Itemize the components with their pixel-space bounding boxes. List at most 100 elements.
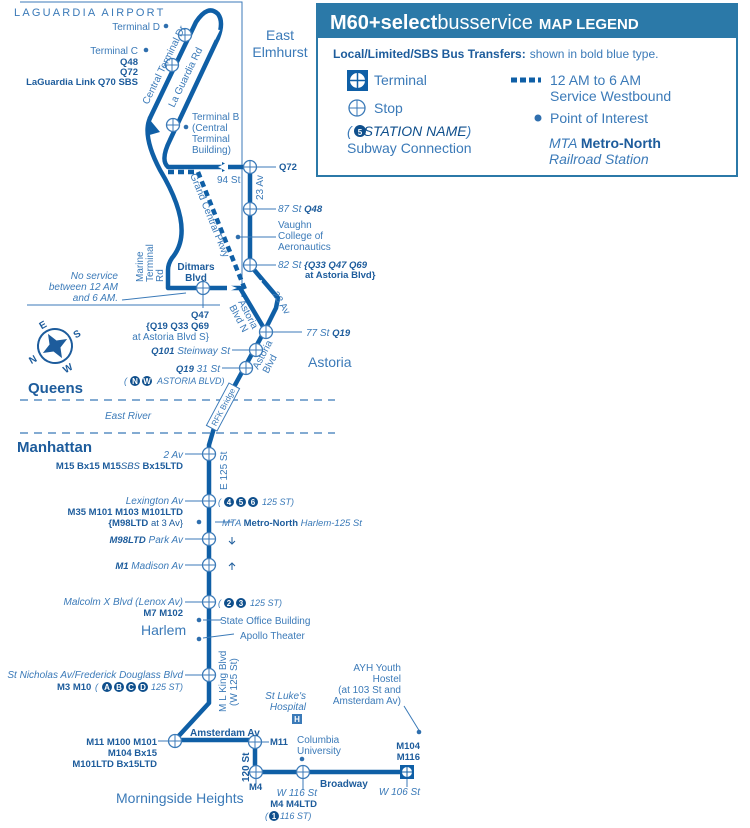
map-label: M98LTD Park Av — [110, 535, 184, 546]
map-label: (116 ST) — [265, 811, 311, 821]
stop-icon — [201, 594, 217, 610]
legend-night-1: 12 AM to 6 AM — [550, 72, 641, 88]
legend-terminal: Terminal — [374, 72, 427, 88]
map-label: M101LTD Bx15LTD — [72, 759, 157, 770]
legend-station-name: (STATION NAME) — [347, 123, 471, 139]
terminal-b-label: Terminal B — [192, 112, 240, 123]
map-label: (125 ST) — [218, 598, 282, 608]
map-label: Aeronautics — [278, 242, 331, 253]
map-label: Q72 — [279, 162, 297, 173]
map-label: M3 M10 — [57, 682, 91, 693]
east-elmhurst-label: East — [266, 27, 294, 43]
queens-label: Queens — [28, 380, 83, 397]
map-label: M4 M4LTD — [270, 799, 317, 810]
map-label: N — [27, 354, 39, 367]
map-label: Rd — [155, 269, 166, 282]
legend-poi: Point of Interest — [550, 110, 648, 126]
map-label: 5 — [239, 498, 244, 507]
map-label: St Nicholas Av/Frederick Douglass Blvd — [7, 670, 183, 681]
stop-icon — [201, 493, 217, 509]
map-label: (at 103 St and — [338, 685, 401, 696]
map-label: Building) — [192, 145, 231, 156]
hospital-icon — [292, 714, 302, 724]
stop-icon — [164, 57, 180, 73]
legend-metro-north: MTA Metro-North — [549, 135, 661, 151]
stop-icon — [295, 764, 311, 780]
map-label: M15 Bx15 M15SBS Bx15LTD — [56, 461, 183, 472]
map-label: M104 Bx15 — [108, 748, 158, 759]
stop-icon — [242, 257, 258, 273]
map-label: M104 — [396, 741, 420, 752]
map-label: W 106 St — [379, 787, 421, 798]
map-label: Terminal — [145, 244, 156, 282]
map-label: 3 — [239, 599, 244, 608]
map-label: (ASTORIA BLVD) — [124, 376, 225, 386]
map-label: 120 St — [241, 752, 252, 782]
map-label: W — [61, 362, 75, 377]
stop-icon — [167, 733, 183, 749]
map-label: Lexington Av — [126, 496, 184, 507]
morningside-heights-label: Morningside Heights — [116, 790, 244, 806]
map-label: 6 — [251, 498, 256, 507]
stop-icon — [201, 667, 217, 683]
map-label: W 116 St — [277, 788, 319, 799]
map-label: D — [140, 683, 146, 692]
map-label: between 12 AM — [49, 282, 119, 293]
map-label: No service — [71, 271, 119, 282]
map-label: Broadway — [320, 779, 368, 790]
map-label: and 6 AM. — [73, 293, 118, 304]
map-label: AYH Youth — [353, 663, 401, 674]
stop-markers — [164, 27, 414, 780]
terminal-icon — [400, 765, 414, 779]
airport-label: LAGUARDIA AIRPORT — [14, 7, 166, 19]
legend-stop: Stop — [374, 100, 403, 116]
map-label: E — [38, 319, 50, 332]
subway-bullet-icon: 5 — [358, 128, 363, 137]
map-label: Apollo Theater — [240, 631, 306, 642]
map-label: Q48 — [120, 57, 138, 68]
area-labels: LAGUARDIA AIRPORT East Elmhurst Astoria … — [14, 7, 352, 806]
map-label: Hospital — [270, 702, 307, 713]
stop-icon — [238, 360, 254, 376]
leader-lines — [121, 23, 422, 790]
river-shoreline — [20, 399, 335, 434]
stop-icon — [348, 99, 366, 117]
map-label: Amsterdam Av) — [333, 696, 401, 707]
map-label: St Luke's — [265, 691, 306, 702]
airport-boundary — [20, 1, 243, 306]
map-label: M11 — [270, 737, 289, 748]
map-label: W — [143, 377, 151, 386]
map-label: 87 St Q48 — [278, 204, 323, 215]
legend-railroad: Railroad Station — [549, 151, 649, 167]
legend-subway-connection: Subway Connection — [347, 140, 472, 156]
map-label: Malcolm X Blvd (Lenox Av) — [64, 597, 184, 608]
map-label: Q101 Steinway St — [151, 346, 231, 357]
map-label: 2 — [227, 599, 232, 608]
direction-arrow-icon — [228, 537, 236, 570]
map-label: 94 St — [217, 175, 241, 186]
map-label: College of — [278, 231, 323, 242]
map-label: M7 M102 — [143, 608, 183, 619]
map-label: 77 St Q19 — [306, 328, 351, 339]
map-label: Q72 — [120, 67, 138, 78]
map-label: State Office Building — [220, 616, 310, 627]
map-label: 23 Av — [255, 175, 266, 200]
stop-icon — [242, 201, 258, 217]
map-label: Hostel — [373, 674, 401, 685]
map-label: M116 — [397, 752, 420, 763]
map-label: 1 — [272, 812, 277, 821]
map-label: A — [104, 683, 110, 692]
airport-stop-labels: Terminal D Terminal C Q48 Q72 LaGuardia … — [26, 22, 239, 156]
map-label: Blvd — [185, 273, 207, 284]
stop-icon — [201, 531, 217, 547]
harlem-label: Harlem — [141, 622, 186, 638]
map-label: Ditmars — [177, 262, 215, 273]
stop-icon — [201, 446, 217, 462]
map-label: B — [116, 683, 122, 692]
map-label: (Central — [192, 123, 228, 134]
map-label: MTA Metro-North Harlem-125 St — [222, 518, 362, 529]
map-label: University — [297, 746, 341, 757]
map-label: at Astoria Blvd} — [305, 270, 376, 281]
map-label: 82 St {Q33 Q47 Q69 — [278, 260, 368, 271]
